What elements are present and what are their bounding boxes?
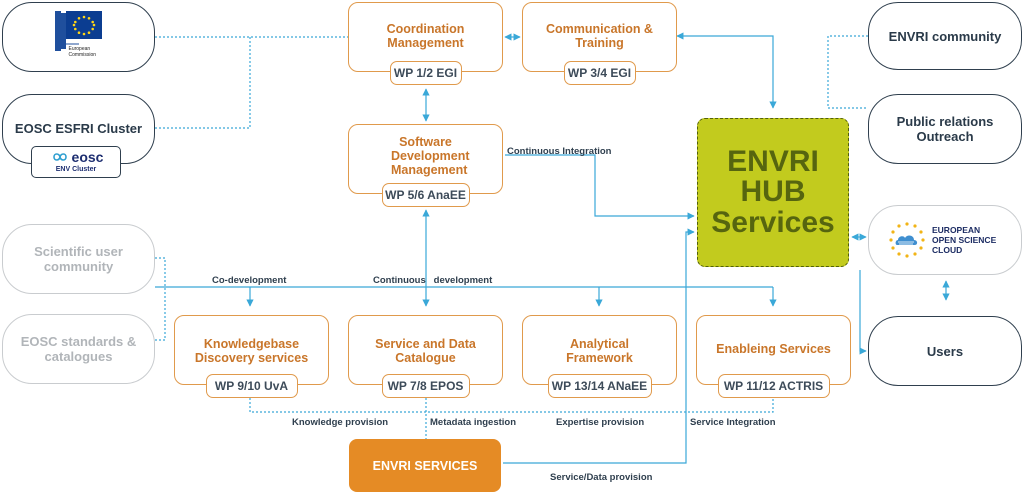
envri-services-box: ENVRI SERVICES — [349, 439, 501, 492]
bottom-provision-dotted — [249, 386, 774, 413]
hub-line-2: HUB — [740, 174, 806, 208]
scientific-standards-dotted — [155, 257, 166, 341]
service-provision-arrow — [503, 228, 695, 464]
esfri-dotted — [155, 37, 251, 129]
hub-users-arrow — [859, 270, 867, 355]
public-relations-pill: Public relations Outreach — [868, 94, 1022, 164]
enableing-services-box: Enableing Services WP 11/12 ACTRIS — [696, 315, 851, 398]
eosc-cloud-pill: EUROPEAN OPEN SCIENCE CLOUD — [868, 205, 1022, 275]
service-data-catalogue-title: Service and Data Catalogue — [375, 337, 476, 365]
metadata-ingestion-label: Metadata ingestion — [430, 417, 517, 428]
software-wp-tag: WP 5/6 AnaEE — [381, 183, 470, 207]
knowledgebase-discovery-box: Knowledgebase Discovery services WP 9/10… — [174, 315, 329, 398]
communication-wp-tag: WP 3/4 EGI — [563, 61, 636, 85]
eosc-infinity-icon — [52, 153, 67, 161]
scientific-user-community-label: Scientific user community — [34, 244, 123, 274]
eosc-env-cluster-badge: eosc ENV Cluster — [31, 146, 121, 178]
expertise-provision-label: Expertise provision — [556, 417, 645, 428]
hub-line-1: ENVRI — [727, 144, 819, 178]
analytical-wp-tag: WP 13/14 ANaEE — [547, 374, 652, 398]
envri-services-label: ENVRI SERVICES — [372, 458, 478, 473]
coordination-management-title: Coordination Management — [386, 22, 465, 50]
eosc-wordmark: eosc — [71, 149, 104, 165]
co-development-label: Co-development — [212, 275, 287, 286]
service-data-wp-tag: WP 7/8 EPOS — [381, 374, 470, 398]
service-data-catalogue-box: Service and Data Catalogue WP 7/8 EPOS — [348, 315, 503, 398]
envri-community-label: ENVRI community — [888, 28, 1002, 44]
eosc-cloud-label: EUROPEAN OPEN SCIENCE CLOUD — [932, 225, 997, 255]
comm-hub-arrow — [676, 32, 777, 109]
european-commission-pill: European Commission — [2, 2, 155, 72]
ec-logo-text-2: Commission — [68, 52, 97, 58]
public-relations-label: Public relations Outreach — [896, 114, 994, 144]
users-label: Users — [926, 343, 964, 359]
hub-line-3: Services — [711, 205, 835, 239]
knowledge-provision-label: Knowledge provision — [292, 417, 389, 428]
enableing-wp-tag: WP 11/12 ACTRIS — [717, 374, 830, 398]
service-data-provision-label: Service/Data provision — [550, 472, 653, 483]
ec-logo-text-1: European — [68, 46, 91, 52]
knowledgebase-wp-tag: WP 9/10 UvA — [205, 374, 298, 398]
envri-community-pill: ENVRI community — [868, 2, 1022, 70]
communication-training-title: Communication & Training — [546, 22, 653, 50]
software-development-title: Software Development Management — [391, 135, 470, 177]
software-development-box: Software Development Management WP 5/6 A… — [348, 124, 503, 207]
analytical-framework-title: Analytical Framework — [566, 337, 633, 365]
continuous-integration-label: Continuous Integration — [507, 146, 612, 157]
eosc-esfri-cluster-label: EOSC ESFRI Cluster — [14, 121, 143, 136]
scientific-user-community-pill: Scientific user community — [2, 224, 155, 294]
envri-hub-services: ENVRI HUB Services — [697, 118, 849, 267]
coordination-management-box: Coordination Management WP 1/2 EGI — [348, 2, 503, 85]
ec-flag-icon — [54, 11, 102, 51]
env-cluster-label: ENV Cluster — [55, 166, 97, 173]
european-commission-logo: European Commission — [49, 11, 109, 63]
eosc-cloud-logo-icon — [889, 222, 925, 258]
coordination-wp-tag: WP 1/2 EGI — [389, 61, 462, 85]
eosc-standards-pill: EOSC standards & catalogues — [2, 314, 155, 384]
continuous-integration-arrow — [505, 154, 695, 220]
continuous-development-label: Continuous development — [373, 275, 493, 286]
analytical-framework-box: Analytical Framework WP 13/14 ANaEE — [522, 315, 677, 398]
service-integration-label: Service Integration — [690, 417, 776, 428]
enableing-services-title: Enableing Services — [716, 342, 831, 356]
community-outreach-dotted — [827, 35, 868, 109]
users-pill: Users — [868, 316, 1022, 386]
communication-training-box: Communication & Training WP 3/4 EGI — [522, 2, 677, 85]
knowledgebase-discovery-title: Knowledgebase Discovery services — [194, 337, 309, 365]
eosc-standards-label: EOSC standards & catalogues — [20, 334, 137, 364]
